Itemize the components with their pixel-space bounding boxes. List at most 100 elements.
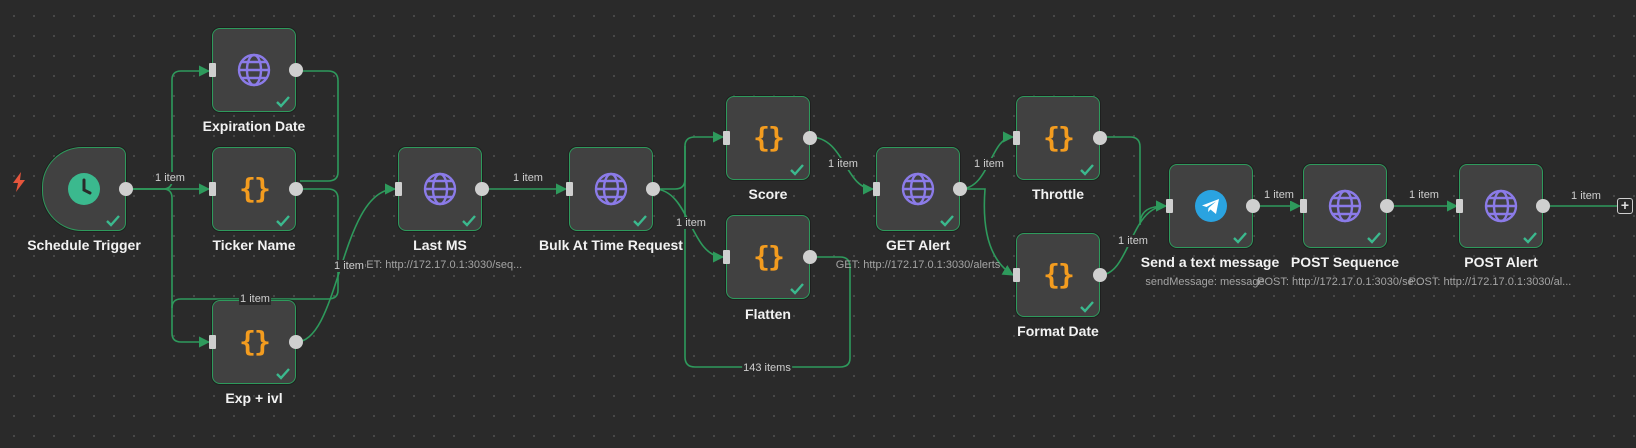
node-title: GET Alert (885, 237, 951, 253)
edge-label: 1 item (154, 172, 186, 184)
globe-icon (900, 171, 936, 207)
input-handle[interactable] (1166, 199, 1173, 213)
node-flatten[interactable]: {} (723, 215, 817, 299)
node-subtitle: GET: http://172.17.0.1:3030/seq... (357, 259, 523, 271)
edge-label: 143 items (742, 362, 792, 374)
globe-icon (1327, 188, 1363, 224)
globe-icon (236, 52, 272, 88)
edge-label: 1 item (333, 260, 365, 272)
edge-bulk-score[interactable] (654, 131, 725, 190)
output-handle[interactable] (1246, 199, 1260, 213)
input-handle[interactable] (209, 63, 216, 77)
success-check-icon (276, 368, 290, 380)
success-check-icon (1080, 164, 1094, 176)
trigger-bolt-icon (13, 172, 25, 192)
edge-label: 1 item (512, 172, 544, 184)
code-braces-icon: {} (753, 121, 785, 154)
node-subtitle: sendMessage: message (1145, 276, 1265, 288)
input-handle[interactable] (395, 182, 402, 196)
input-handle[interactable] (209, 335, 216, 349)
node-get-alert[interactable] (873, 147, 967, 231)
input-handle[interactable] (209, 182, 216, 196)
input-handle[interactable] (873, 182, 880, 196)
telegram-icon (1194, 189, 1228, 223)
node-title: POST Sequence (1290, 254, 1400, 270)
output-handle[interactable] (803, 250, 817, 264)
output-handle[interactable] (1093, 268, 1107, 282)
node-title: Flatten (745, 306, 791, 322)
node-subtitle: POST: http://172.17.0.1:3030/se... (1257, 276, 1423, 288)
node-post-alert[interactable] (1456, 164, 1550, 248)
node-title: Exp + ivl (225, 390, 283, 406)
success-check-icon (106, 215, 120, 227)
success-check-icon (1367, 232, 1381, 244)
input-handle[interactable] (1456, 199, 1463, 213)
output-handle[interactable] (289, 63, 303, 77)
input-handle[interactable] (723, 250, 730, 264)
node-title: Schedule Trigger (27, 237, 141, 253)
edge-getalert-format[interactable] (960, 188, 1014, 276)
add-node-button[interactable]: + (1617, 198, 1633, 214)
node-throttle[interactable]: {} (1013, 96, 1107, 180)
node-title: Score (748, 186, 788, 202)
output-handle[interactable] (953, 182, 967, 196)
node-score[interactable]: {} (723, 96, 817, 180)
input-handle[interactable] (566, 182, 573, 196)
code-braces-icon: {} (753, 240, 785, 273)
output-handle[interactable] (289, 182, 303, 196)
node-subtitle: GET: http://172.17.0.1:3030/alerts (835, 259, 1001, 271)
node-title: Send a text message (1140, 254, 1280, 270)
edge-label: 1 item (827, 158, 859, 170)
success-check-icon (276, 215, 290, 227)
success-check-icon (790, 283, 804, 295)
success-check-icon (1523, 232, 1537, 244)
code-braces-icon: {} (239, 172, 271, 205)
edge-throttle-send[interactable] (1100, 136, 1168, 226)
input-handle[interactable] (1013, 268, 1020, 282)
edge-flatten-loop[interactable] (684, 146, 851, 368)
node-send-text-message[interactable] (1166, 164, 1260, 248)
success-check-icon (1080, 301, 1094, 313)
output-handle[interactable] (803, 131, 817, 145)
node-last-ms[interactable] (395, 147, 489, 231)
globe-icon (422, 171, 458, 207)
success-check-icon (276, 96, 290, 108)
edge-label: 1 item (1263, 189, 1295, 201)
output-handle[interactable] (1380, 199, 1394, 213)
node-format-date[interactable]: {} (1013, 233, 1107, 317)
edge-label: 1 item (675, 217, 707, 229)
edge-label: 1 item (1117, 235, 1149, 247)
output-handle[interactable] (646, 182, 660, 196)
node-title: Bulk At Time Request (539, 237, 683, 253)
code-braces-icon: {} (1043, 258, 1075, 291)
success-check-icon (633, 215, 647, 227)
output-handle[interactable] (1093, 131, 1107, 145)
output-handle[interactable] (475, 182, 489, 196)
input-handle[interactable] (1300, 199, 1307, 213)
globe-icon (593, 171, 629, 207)
node-title: Throttle (1031, 186, 1085, 202)
node-exp-ivl[interactable]: {} (209, 300, 303, 384)
edge-label: 1 item (1408, 189, 1440, 201)
input-handle[interactable] (723, 131, 730, 145)
edge-trigger-exp[interactable] (126, 188, 211, 348)
code-braces-icon: {} (1043, 121, 1075, 154)
input-handle[interactable] (1013, 131, 1020, 145)
node-bulk-at-time-request[interactable] (566, 147, 660, 231)
node-title: Format Date (1017, 323, 1099, 339)
edge-label: 1 item (239, 293, 271, 305)
node-subtitle: POST: http://172.17.0.1:3030/al... (1408, 276, 1572, 288)
edge-ticker-exp[interactable] (171, 188, 339, 309)
output-handle[interactable] (1536, 199, 1550, 213)
node-post-sequence[interactable] (1300, 164, 1394, 248)
node-ticker-name[interactable]: {} (209, 147, 303, 231)
node-expiration-date[interactable] (209, 28, 303, 112)
success-check-icon (1233, 232, 1247, 244)
output-handle[interactable] (289, 335, 303, 349)
node-title: Last MS (413, 237, 467, 253)
success-check-icon (940, 215, 954, 227)
edge-expiration-ticker[interactable] (296, 70, 339, 182)
node-schedule-trigger[interactable] (42, 147, 133, 231)
globe-icon (1483, 188, 1519, 224)
output-handle[interactable] (119, 182, 133, 196)
